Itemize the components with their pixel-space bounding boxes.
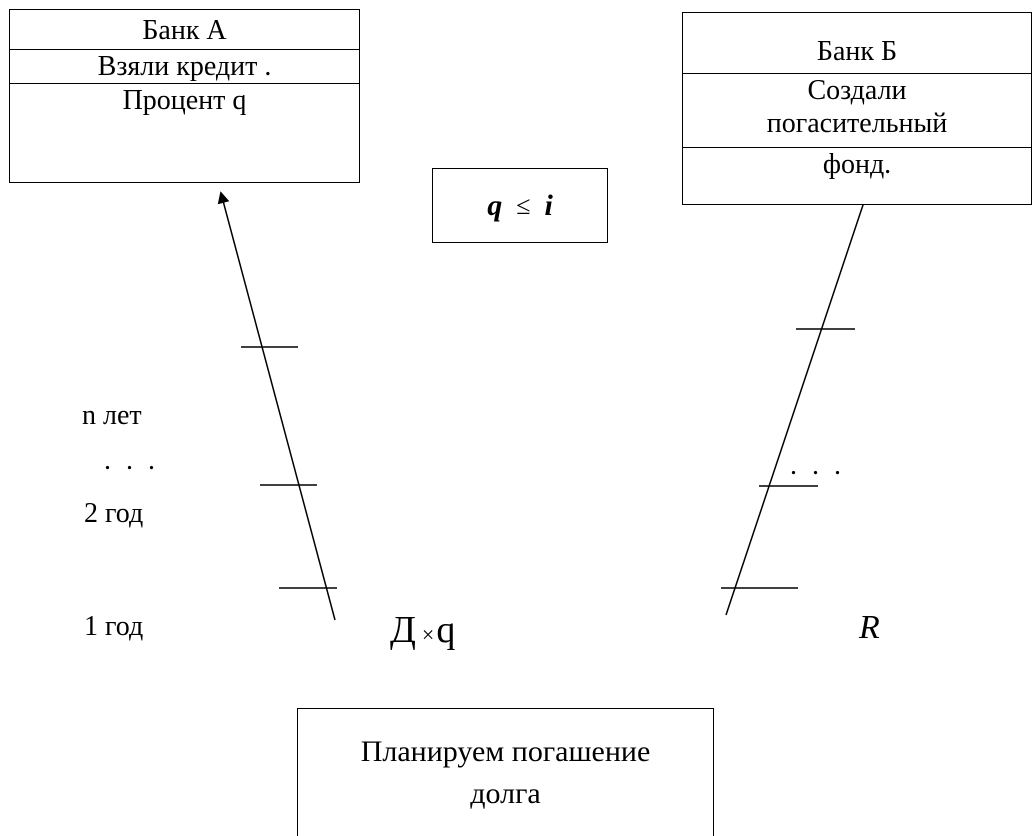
- label-right-dots: . . .: [790, 450, 845, 481]
- bank-b-fund-row: фонд.: [683, 147, 1031, 187]
- label-year-2: 2 год: [84, 498, 144, 529]
- condition-box: q ≤ i: [432, 168, 608, 243]
- bank-b-created-row: Создали погасительный: [683, 73, 1031, 147]
- formula-times: ×: [421, 622, 435, 647]
- label-n-years: n лет: [82, 400, 142, 431]
- plan-line1: Планируем погашение: [360, 735, 651, 768]
- formula-r: R: [859, 609, 880, 646]
- bank-b-box: Банк Б Создали погасительный фонд.: [682, 12, 1032, 205]
- formula-debt-times-q: Д×q: [390, 608, 455, 652]
- plan-box: Планируем погашение долга: [297, 708, 714, 836]
- bank-a-percent-row: Процент q: [10, 83, 359, 117]
- bank-a-title: Банк А: [142, 15, 227, 46]
- formula-q: q: [436, 609, 456, 651]
- condition-q: q: [487, 188, 503, 222]
- bank-b-title: Банк Б: [816, 36, 898, 67]
- label-year-1: 1 год: [84, 611, 144, 642]
- condition-i: i: [544, 188, 553, 222]
- condition-operator: ≤: [516, 190, 531, 220]
- right-timeline-arrow: [725, 187, 871, 616]
- label-left-dots: . . .: [104, 445, 159, 476]
- bank-a-box: Банк А Взяли кредит . Процент q: [9, 9, 360, 183]
- bank-b-created-line1: Создали: [807, 75, 907, 106]
- bank-b-created-line2: погасительный: [766, 108, 948, 139]
- left-timeline-arrow: [217, 191, 336, 621]
- bank-a-credit-row: Взяли кредит .: [10, 49, 359, 83]
- plan-line2: долга: [470, 777, 541, 810]
- formula-d: Д: [390, 609, 416, 651]
